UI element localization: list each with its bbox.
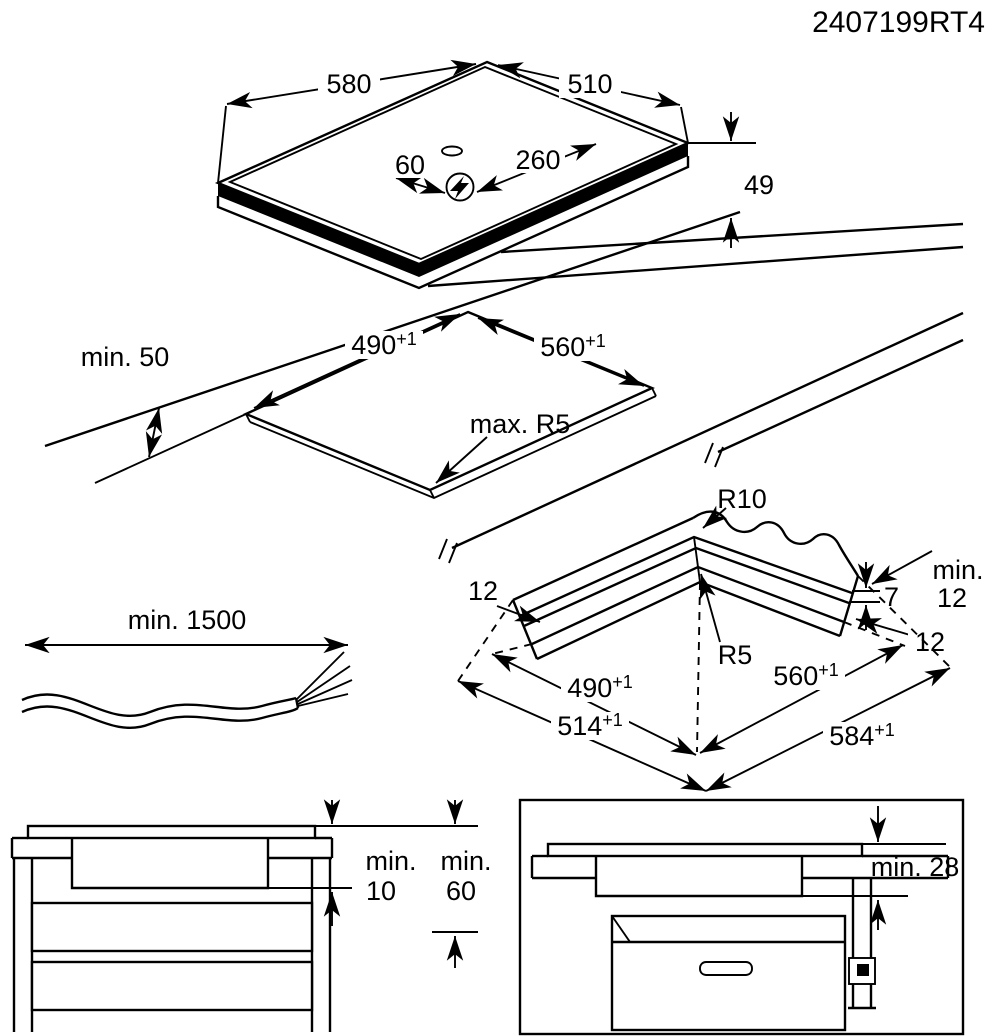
mounting-bracket	[848, 878, 876, 1010]
oven	[610, 914, 847, 1032]
cabinet-section	[12, 858, 332, 1032]
ledge-left-label: 12	[468, 576, 498, 606]
hob-glass-section	[546, 842, 864, 858]
step-height-label: 7	[884, 582, 899, 612]
oven-handle	[699, 961, 753, 976]
ledge-right-label: 12	[915, 627, 945, 657]
corner-radius-label: max. R5	[470, 409, 571, 439]
cutout-depth-label: 560+1	[540, 331, 606, 362]
hob-body-section	[594, 856, 804, 898]
dim-height-49: 49	[688, 112, 774, 248]
dim-min-ledge: min. 12	[871, 550, 984, 613]
drawer-front-upper	[30, 901, 314, 953]
dim-ledge-right: 12	[855, 618, 952, 657]
clearance-word: min.	[440, 846, 491, 876]
dim-oven-clearance: min. 28	[869, 806, 960, 930]
dim-inner-radius: R5	[699, 573, 753, 670]
dim-rear-clearance: min. 50	[81, 342, 170, 458]
cutout-width-label: 490+1	[351, 329, 417, 360]
outer-width-label: 514+1	[557, 710, 623, 741]
hob-base-band	[218, 143, 688, 277]
outer-depth-label: 584+1	[829, 720, 895, 751]
dim-corner-radius: max. R5	[435, 409, 571, 484]
worktop-front-edge	[438, 311, 964, 564]
dim-step-height: 7	[849, 562, 899, 630]
dim-outer-depth: 584+1	[705, 667, 951, 792]
min-ledge-word: min.	[932, 555, 983, 585]
hob-depth-label: 510	[567, 69, 612, 99]
gap-value: 10	[366, 876, 396, 906]
hob-width-label: 580	[326, 69, 371, 99]
cable-length-label: min. 1500	[128, 605, 247, 635]
outer-radius-label: R10	[717, 484, 767, 514]
drawer-section-view: min. 10 min. 60	[10, 799, 492, 1032]
mains-cable-view: min. 1500	[21, 605, 353, 730]
dim-cable-length: min. 1500	[25, 605, 348, 654]
dim-ledge-left: 12	[468, 576, 541, 623]
oven-section-view: min. 28	[518, 798, 965, 1036]
dim-cable-260: 260	[476, 143, 597, 193]
dim-gap-10: min. 10	[323, 799, 417, 926]
hob-glass-inner-edge	[227, 65, 679, 261]
document-code: 2407199RT4	[812, 6, 985, 39]
dim-cutout-490: 490+1	[253, 313, 461, 409]
inner-radius-label: R5	[718, 640, 753, 670]
clearance-value: 60	[446, 876, 476, 906]
rear-clearance-label: min. 50	[81, 342, 170, 372]
worktop-cutout-view: min. 50 490+1 560+1 max. R5	[44, 210, 964, 564]
adjust-screw	[857, 964, 869, 976]
gap-word: min.	[365, 846, 416, 876]
dim-width-580: 580	[217, 59, 477, 184]
hob-isometric-view: 580 510 60 260 49	[214, 59, 964, 290]
break-mark	[704, 442, 724, 468]
hob-body-section	[70, 838, 270, 890]
dim-cutout-560: 560+1	[477, 317, 645, 387]
corner-profile-piece	[511, 510, 860, 661]
dim-cable-60: 60	[389, 150, 446, 194]
dim-clearance-60: min. 60	[440, 799, 492, 968]
hob-body-outline	[216, 156, 690, 290]
hob-glass-section	[26, 824, 317, 840]
dim-depth-510: 510	[497, 62, 689, 144]
corner-profile-view: R10 12 7 min. 12 R5 1	[457, 484, 984, 792]
cable-entry-hole	[441, 145, 463, 157]
oven-clearance-label: min. 28	[871, 852, 960, 882]
dim-outer-width: 514+1	[457, 680, 707, 792]
drawer-front-lower	[30, 960, 314, 1012]
break-mark	[438, 538, 458, 564]
mains-cable	[21, 651, 353, 730]
cutout-edge-extension	[94, 413, 247, 484]
wire-ends	[295, 651, 353, 707]
worktop-section	[530, 854, 950, 880]
worktop-section	[10, 836, 334, 860]
build-height-label: 49	[744, 170, 774, 200]
lightning-icon	[445, 172, 475, 202]
cable-inset-label: 260	[515, 145, 560, 175]
min-ledge-value: 12	[937, 583, 967, 613]
cable-offset-label: 60	[395, 150, 425, 180]
dim-outer-radius: R10	[702, 484, 767, 529]
